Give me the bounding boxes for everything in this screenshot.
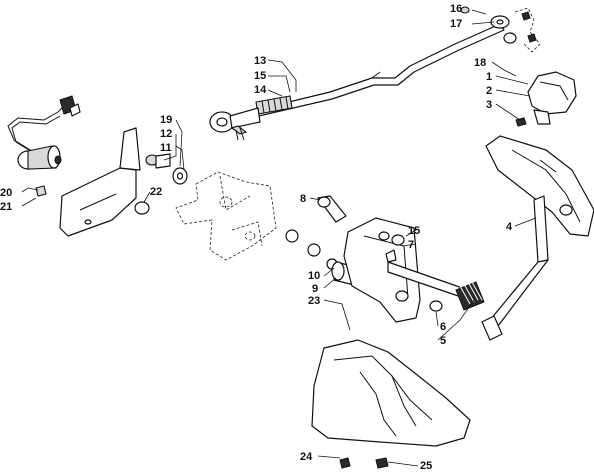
- callout-17: 17: [450, 18, 462, 30]
- callout-6: 6: [440, 321, 446, 333]
- callout-18: 18: [474, 57, 486, 69]
- callout-3: 3: [486, 99, 492, 111]
- pin: [317, 195, 347, 223]
- callout-14: 14: [254, 84, 267, 96]
- callout-11: 11: [160, 142, 172, 154]
- rod-upper-clevis: [460, 6, 541, 53]
- bracket-bolt: [35, 185, 47, 197]
- callout-22: 22: [150, 186, 162, 198]
- callout-21: 21: [0, 201, 12, 213]
- callout-9: 9: [312, 283, 318, 295]
- rod-threaded-end: [255, 95, 293, 115]
- reverse-switch: [17, 145, 62, 170]
- callout-5: 5: [440, 335, 446, 347]
- o-rings: [285, 229, 338, 270]
- spring-nut: [429, 300, 443, 312]
- callout-13: 13: [254, 55, 266, 67]
- shifter-nut: [385, 234, 405, 263]
- callout-16: 16: [450, 3, 462, 15]
- knob-screw: [515, 117, 527, 127]
- callout-15-upper: 15: [254, 70, 266, 82]
- leader-lines: [21, 9, 537, 467]
- callout-labels: 13 15 14 16 17 18 1 2 3 4 19 12 11 22 8 …: [0, 3, 513, 472]
- callout-2: 2: [486, 85, 492, 97]
- frame-mount-phantom: [175, 171, 277, 261]
- shift-knob: [527, 71, 577, 125]
- cover-screws: [339, 457, 389, 469]
- shift-lever-bracket: [485, 135, 594, 237]
- callout-20: 20: [0, 187, 12, 199]
- bushing: [134, 201, 150, 215]
- callout-12: 12: [160, 128, 172, 140]
- callout-19: 19: [160, 114, 172, 126]
- callout-8: 8: [300, 193, 306, 205]
- callout-15-lower: 15: [408, 225, 420, 237]
- callout-23: 23: [308, 295, 320, 307]
- flat-washer: [172, 167, 188, 185]
- shift-lever-arm: [481, 195, 549, 341]
- shifter-boot-cover: [311, 339, 471, 447]
- rod-end-ball-joint: [209, 107, 261, 141]
- callout-4: 4: [506, 221, 513, 233]
- callout-25: 25: [420, 460, 432, 472]
- callout-7: 7: [408, 239, 414, 251]
- switch-bracket: [59, 127, 141, 237]
- callout-10: 10: [308, 270, 320, 282]
- pivot-bolt: [145, 153, 171, 169]
- callout-1: 1: [486, 71, 492, 83]
- return-spring: [455, 281, 485, 311]
- wire-harness: [7, 95, 81, 159]
- callout-24: 24: [300, 451, 313, 463]
